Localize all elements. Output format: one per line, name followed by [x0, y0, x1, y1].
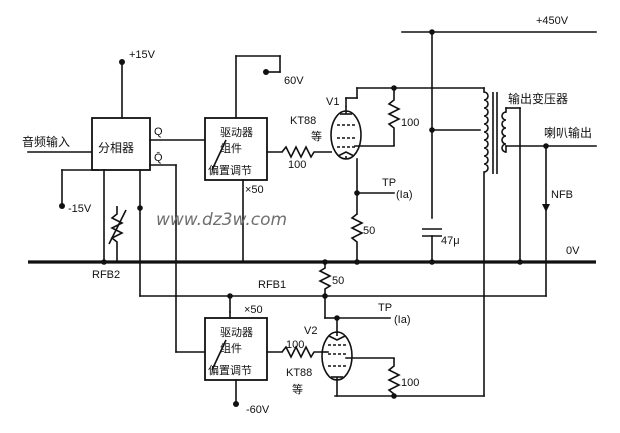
tube-top-model: KT88 — [290, 115, 316, 127]
supply-15-label: +15V — [129, 49, 156, 61]
tp-bot-label: TP — [378, 302, 392, 314]
cathode-resistor-top — [350, 213, 364, 262]
supply-neg60-terminal — [233, 401, 239, 407]
audio-input-label: 音频输入 — [22, 134, 70, 149]
capacitor-label: 47μ — [441, 235, 460, 247]
tube-v1-name: V1 — [326, 96, 339, 108]
grid-resistor-bot — [281, 345, 322, 359]
driver-bot-line1: 驱动器 — [220, 326, 253, 339]
grid-resistor-top-label: 100 — [288, 159, 306, 171]
junction-dot — [517, 259, 523, 265]
rfb1-r50-label: 50 — [332, 275, 344, 287]
driver-top-preset — [211, 139, 227, 171]
junction-dot — [429, 259, 435, 265]
rfb1-resistor — [318, 262, 332, 296]
q-out-label: Q — [154, 126, 163, 138]
junction-dot — [429, 29, 435, 35]
rfb2-wiper-arrow — [108, 209, 127, 245]
driver-top-line2: 组件 — [220, 141, 242, 155]
ia-bot-label: (Ia) — [394, 314, 411, 326]
junction-dot — [354, 259, 360, 265]
transformer-primary — [483, 91, 489, 173]
cathode-resistor-top-label: 50 — [363, 225, 375, 237]
watermark: www.dz3w.com — [156, 210, 287, 230]
phase-splitter-label: 分相器 — [98, 141, 134, 155]
driver-top-line1: 驱动器 — [220, 126, 253, 139]
driver-bot-block — [204, 317, 268, 381]
rfb1-label: RFB1 — [258, 279, 286, 291]
supply-60-terminal — [263, 69, 269, 75]
junction-dot — [322, 259, 328, 265]
tube-v2-name: V2 — [304, 325, 317, 337]
grid-resistor-top — [281, 145, 332, 159]
x50-bot-label: ×50 — [244, 304, 263, 316]
tube-bot-model: KT88 — [286, 367, 312, 379]
supply-neg60-label: -60V — [246, 404, 270, 416]
supply-450-label: +450V — [536, 15, 569, 27]
tube-v1 — [330, 106, 362, 160]
rfb2-resistor — [110, 206, 124, 262]
ground-label: 0V — [566, 245, 580, 257]
tube-bot-etc: 等 — [292, 382, 303, 396]
driver-bot-preset — [211, 339, 227, 371]
supply-15-terminal — [119, 59, 125, 65]
output-transformer-label: 输出变压器 — [508, 91, 568, 106]
supply-neg15-terminal — [59, 203, 65, 209]
driver-bot-bias: 偏置调节 — [208, 363, 252, 377]
tube-v2 — [321, 331, 353, 381]
phase-splitter-block — [91, 117, 151, 171]
supply-neg15-label: -15V — [68, 203, 92, 215]
q-bar-out-label: Q̄ — [154, 151, 163, 164]
nfb-arrow — [542, 204, 550, 212]
screen-resistor-top — [387, 88, 401, 146]
tp-top-label: TP — [382, 177, 396, 189]
junction-dot — [137, 205, 143, 211]
tube-top-etc: 等 — [311, 129, 322, 143]
driver-bot-line2: 组件 — [220, 341, 242, 355]
driver-top-bias: 偏置调节 — [208, 163, 252, 177]
supply-60-label: 60V — [284, 75, 304, 87]
ia-top-label: (Ia) — [396, 189, 413, 201]
screen-resistor-bot-label: 100 — [401, 377, 419, 389]
screen-resistor-top-label: 100 — [401, 117, 419, 129]
speaker-out-label: 喇叭输出 — [544, 125, 592, 140]
grid-resistor-bot-label: 100 — [286, 339, 304, 351]
nfb-label: NFB — [551, 189, 573, 201]
rfb2-label: RFB2 — [92, 269, 120, 281]
x50-top-label: ×50 — [245, 184, 264, 196]
screen-resistor-bot — [387, 358, 401, 396]
transformer-secondary — [501, 111, 507, 153]
driver-top-block — [204, 117, 268, 181]
junction-dot — [101, 259, 107, 265]
